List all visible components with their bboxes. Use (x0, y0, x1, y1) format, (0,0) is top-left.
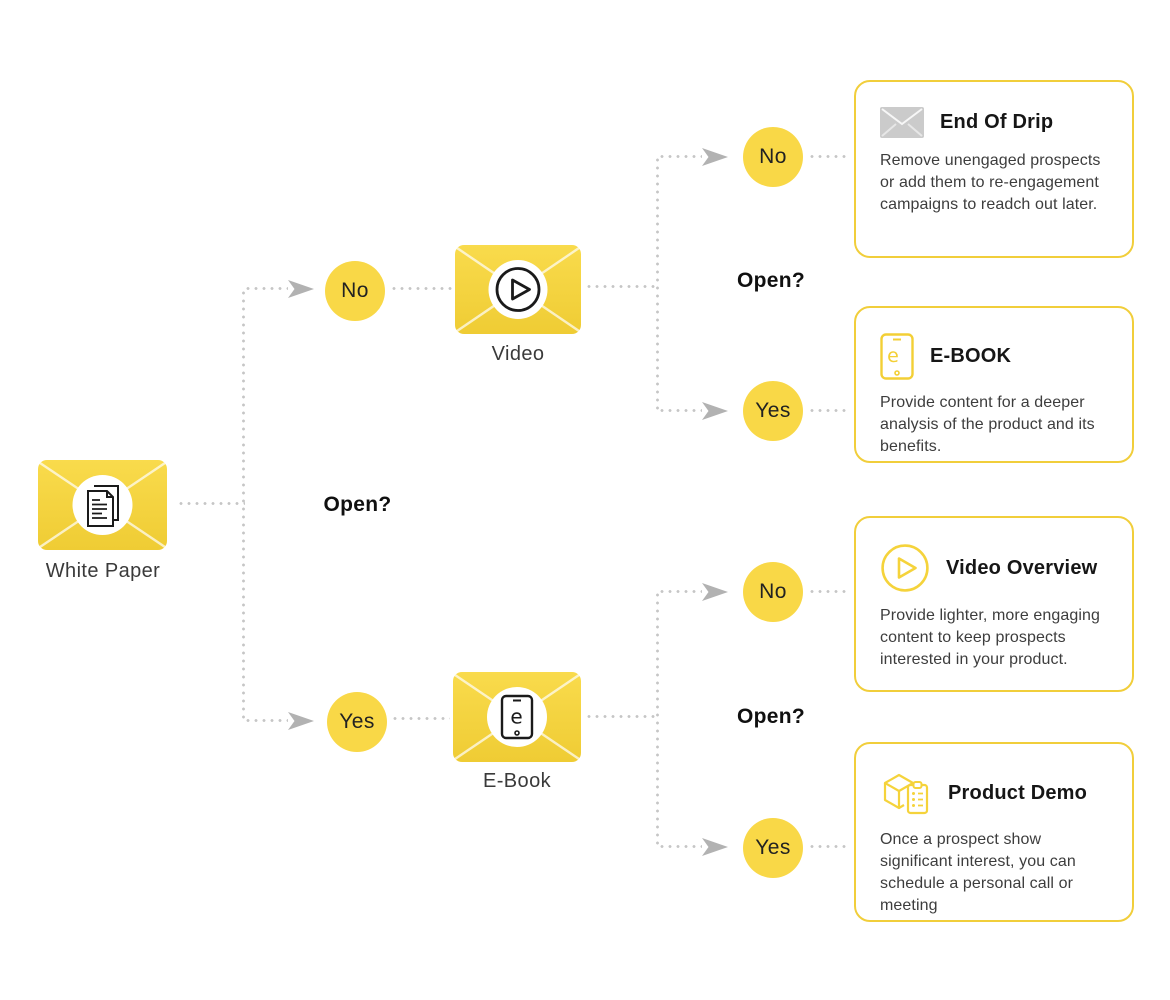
video-label: Video (491, 343, 545, 365)
card-title: Video Overview (946, 556, 1098, 579)
decision-no-1: No (325, 261, 385, 321)
connector-yes3-card (808, 845, 850, 848)
svg-text:e: e (510, 705, 522, 729)
card-end-of-drip: End Of Drip Remove unengaged prospects o… (854, 80, 1134, 258)
decision-yes-1: Yes (327, 692, 387, 752)
connector-no3-card (808, 590, 850, 593)
card-body: Provide content for a deeper analysis of… (880, 394, 1095, 455)
connector-video-out (585, 285, 657, 288)
arrow-icon (288, 280, 314, 298)
arrow-icon (702, 148, 728, 166)
tablet-e-icon: e (880, 333, 914, 380)
ebook-envelope: e (453, 672, 581, 762)
connector-level1-yes (244, 719, 288, 722)
connector-root-out (177, 502, 245, 505)
card-ebook: e E-BOOK Provide content for a deeper an… (854, 306, 1134, 463)
connector-level2a-vertical (656, 156, 659, 412)
arrow-icon (288, 712, 314, 730)
play-circle-icon (880, 543, 930, 593)
envelope-gray-icon (880, 107, 924, 138)
connector-level2b-no (658, 590, 702, 593)
tablet-e-icon: e (500, 694, 534, 740)
card-body: Once a prospect show significant interes… (880, 831, 1076, 914)
connector-ebook-out (585, 715, 657, 718)
play-circle-icon (495, 267, 541, 312)
connector-level2b-vertical (656, 591, 659, 848)
arrow-icon (702, 402, 728, 420)
connector-level2b-yes (658, 845, 702, 848)
connector-level1-vertical (242, 289, 245, 723)
arrow-icon (702, 838, 728, 856)
card-title: Product Demo (948, 781, 1088, 804)
card-body: Remove unengaged prospects or add them t… (880, 152, 1101, 213)
connector-level2a-yes (658, 409, 702, 412)
decision-no-3: No (743, 562, 803, 622)
connector-level2a-no (658, 155, 702, 158)
arrow-icon (702, 583, 728, 601)
document-icon (87, 485, 119, 527)
white-paper-envelope (38, 460, 167, 550)
connector-yes2-card (808, 409, 850, 412)
card-body: Provide lighter, more engaging content t… (880, 607, 1101, 668)
white-paper-label: White Paper (45, 560, 161, 582)
decision-yes-3: Yes (743, 818, 803, 878)
connector-no1-video (390, 287, 452, 290)
open-question-2: Open? (737, 269, 805, 292)
card-product-demo: Product Demo Once a prospect show signif… (854, 742, 1134, 922)
connector-level1-no (244, 287, 288, 290)
svg-text:e: e (887, 345, 899, 367)
product-box-icon (880, 769, 932, 817)
card-video-overview: Video Overview Provide lighter, more eng… (854, 516, 1134, 692)
open-question-3: Open? (737, 705, 805, 728)
decision-no-2: No (743, 127, 803, 187)
decision-yes-2: Yes (743, 381, 803, 441)
card-title: E-BOOK (930, 345, 1012, 367)
connector-no2-card (808, 155, 850, 158)
video-envelope (455, 245, 581, 334)
ebook-label: E-Book (483, 770, 551, 792)
connector-yes1-ebook (391, 717, 450, 720)
card-title: End Of Drip (940, 111, 1054, 133)
open-question-1: Open? (323, 493, 392, 516)
